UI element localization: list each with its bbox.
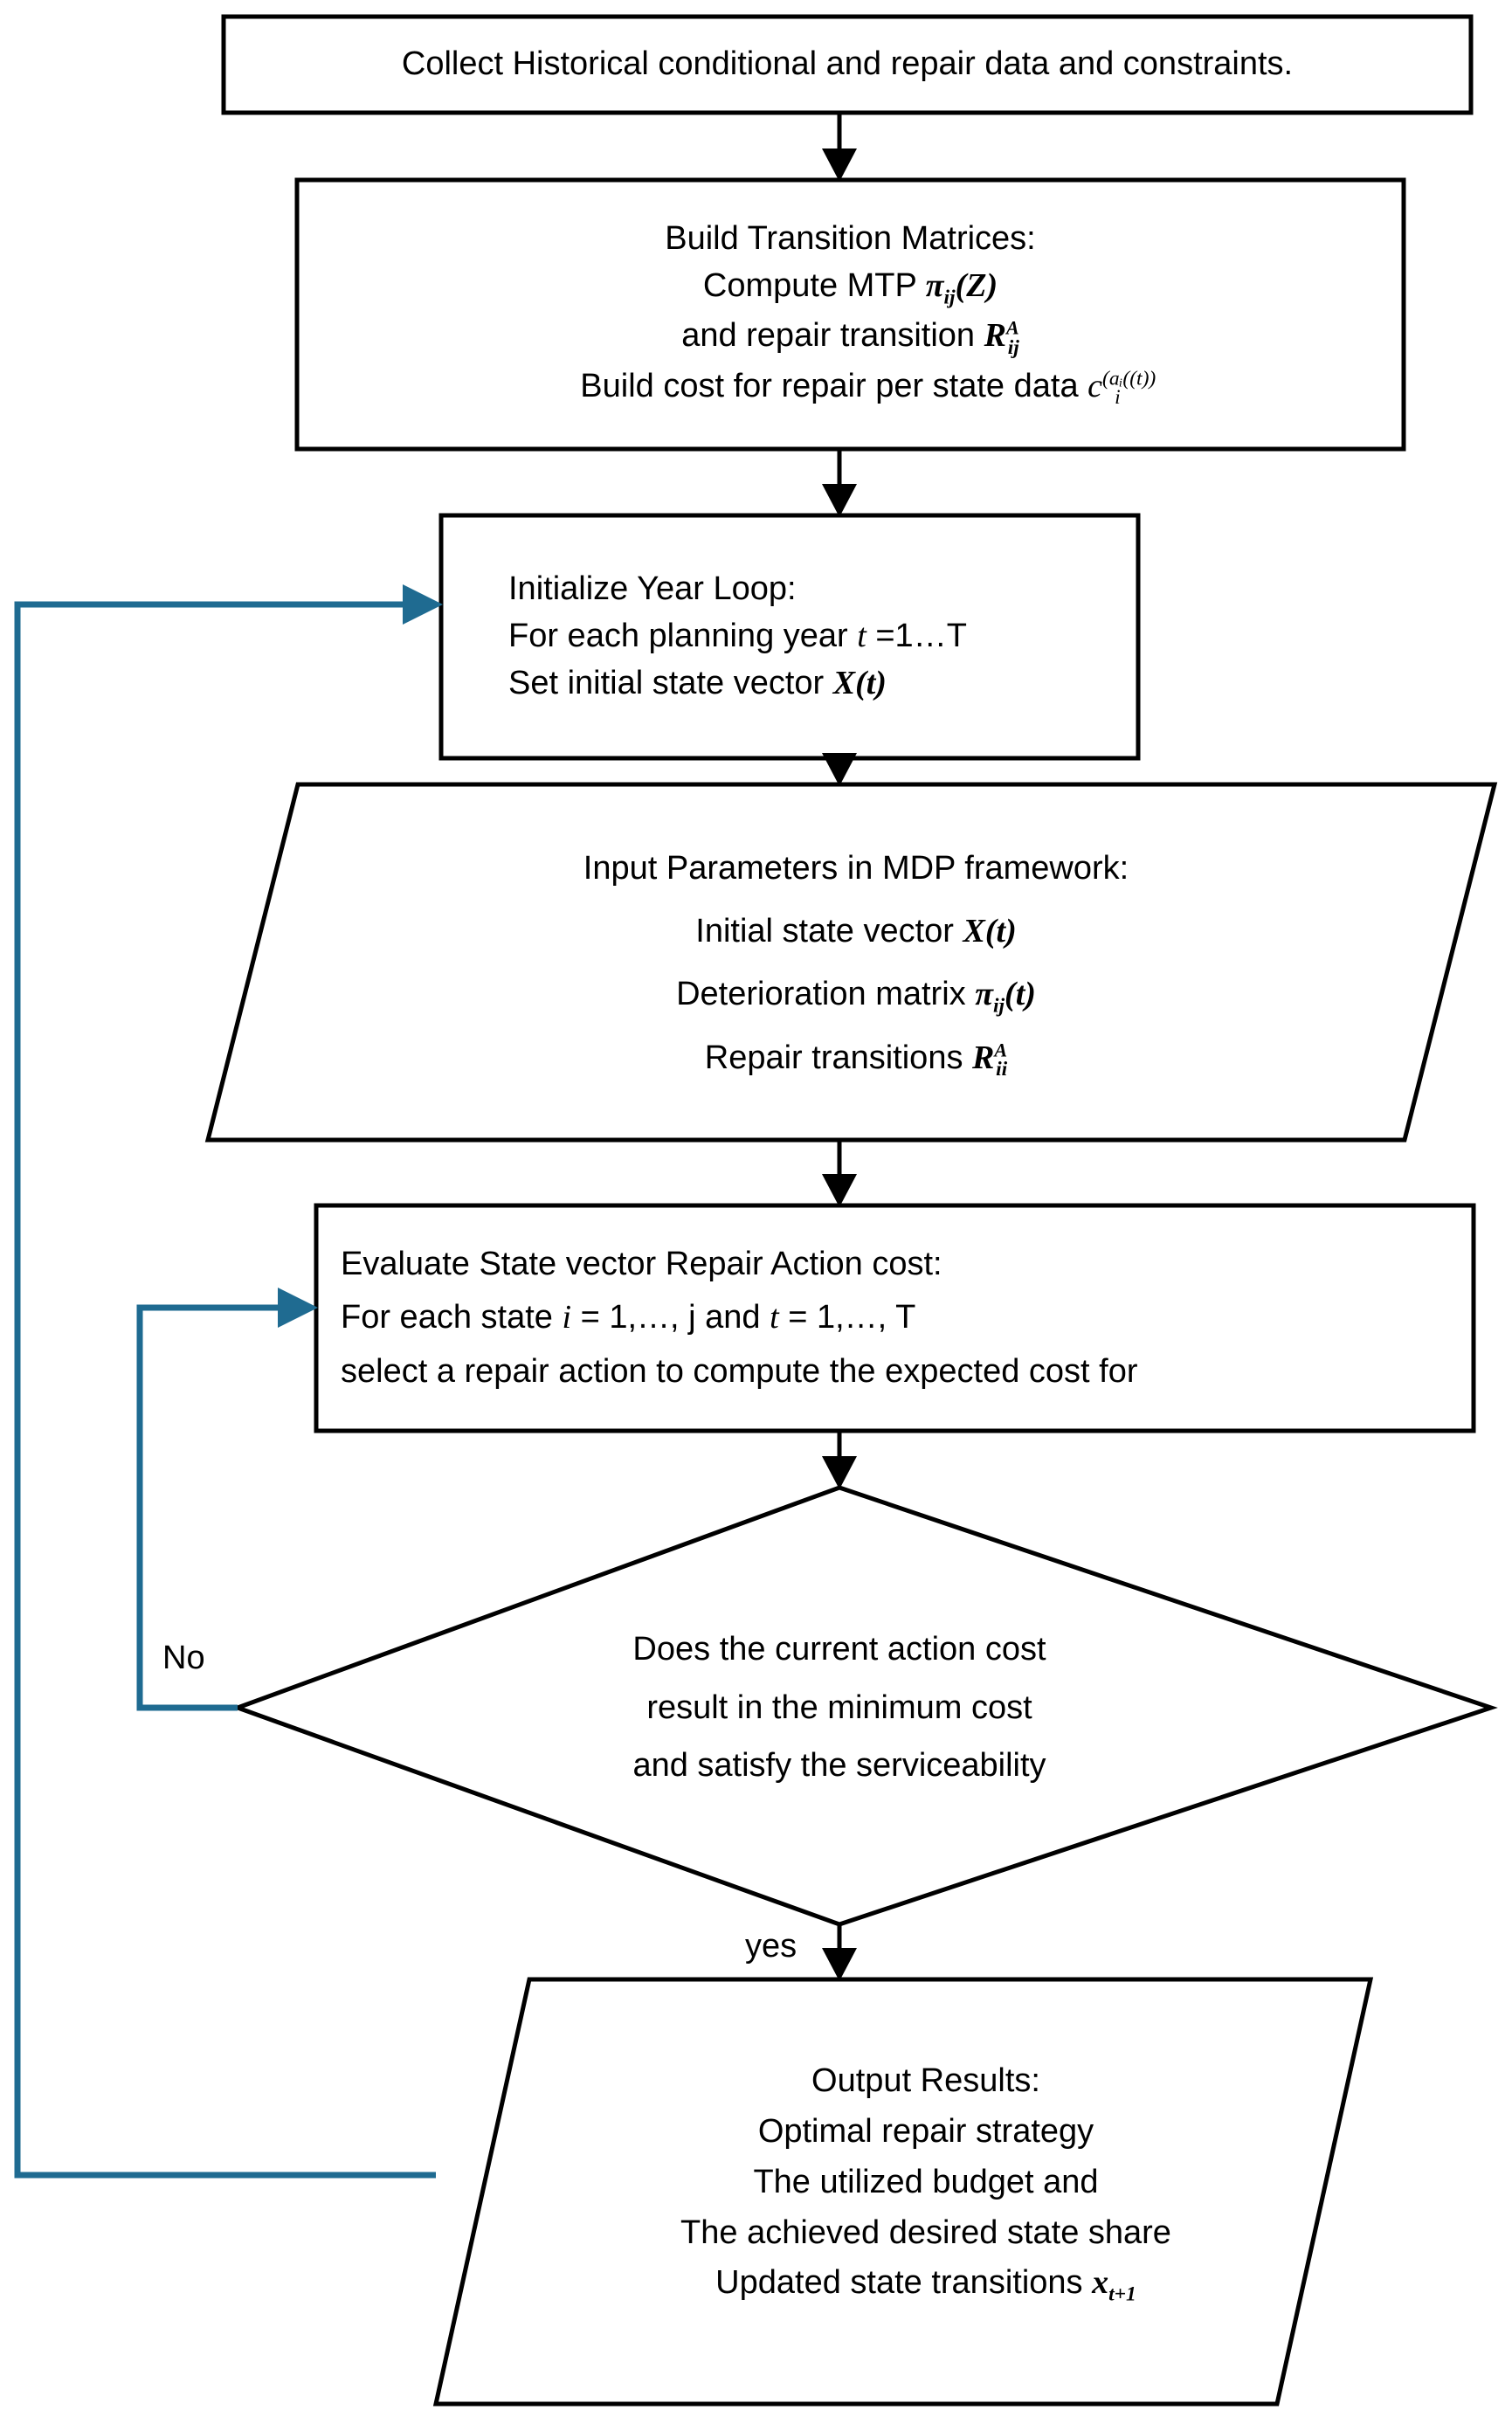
- connector-collect-to-build: [822, 113, 857, 182]
- shape-collect-data[interactable]: [221, 14, 1474, 115]
- shape-init-year-loop[interactable]: [438, 513, 1141, 761]
- connector-output-feedback-loop[interactable]: [14, 584, 443, 2179]
- connector-no-feedback-loop[interactable]: [136, 1288, 318, 1711]
- shape-input-parameters[interactable]: [204, 782, 1498, 1143]
- edge-label-no: No: [162, 1640, 205, 1676]
- shape-decision-diamond[interactable]: [231, 1485, 1498, 1927]
- connector-evaluate-to-decision: [822, 1431, 857, 1489]
- connector-decision-to-output: [822, 1924, 857, 1981]
- shape-evaluate-cost[interactable]: [314, 1203, 1476, 1433]
- edge-label-yes: yes: [745, 1928, 797, 1965]
- shape-build-matrices[interactable]: [294, 177, 1406, 452]
- connector-build-to-initloop: [822, 449, 857, 517]
- connector-initloop-to-inputparams: [822, 753, 857, 786]
- shape-output-results[interactable]: [432, 1977, 1374, 2407]
- connector-inputparams-to-evaluate: [822, 1140, 857, 1207]
